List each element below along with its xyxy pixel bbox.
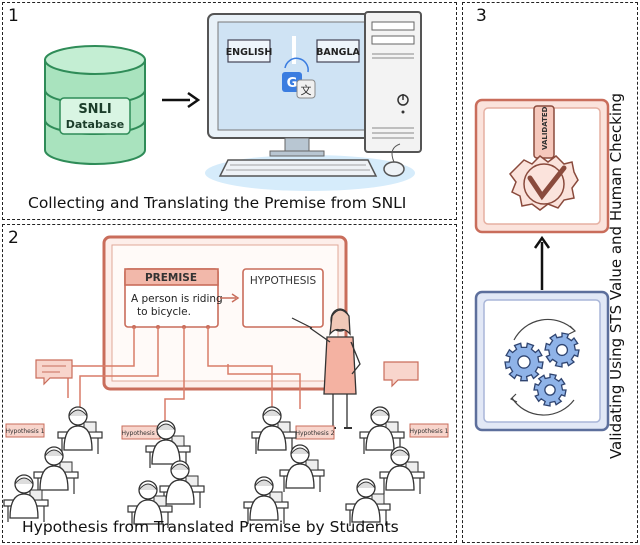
database-label-database: Database	[66, 118, 125, 131]
premise-line-1: A person is riding	[131, 293, 223, 305]
panel-validate	[462, 2, 638, 543]
panel-1-number: 1	[8, 6, 19, 26]
database-label-snli: SNLI	[78, 102, 111, 117]
hypothesis-tag-1: Hypothesis 1	[5, 428, 44, 435]
panel-1-caption: Collecting and Translating the Premise f…	[28, 194, 407, 212]
student-figure	[359, 406, 405, 454]
panel-2-caption: Hypothesis from Translated Premise by St…	[22, 518, 399, 536]
hypothesis-tags: Hypothesis 1 Hypothesis 2 Hypothesis 2 H…	[5, 423, 449, 440]
snli-database-icon: SNLI Database	[44, 45, 146, 165]
hypothesis-title: HYPOTHESIS	[250, 275, 317, 287]
panel-collect-translate	[2, 2, 457, 220]
student-figure	[345, 478, 391, 526]
sts-gears-card	[474, 290, 610, 432]
arrow-up-to-validate	[533, 235, 551, 290]
hypothesis-tag-4: Hypothesis 1	[409, 428, 448, 435]
student-figure	[379, 446, 425, 494]
panel-3-number: 3	[476, 6, 487, 26]
panel-3-caption: Validating Using STS Value and Human Che…	[607, 92, 625, 460]
student-figure	[279, 444, 325, 492]
student-figure	[145, 420, 191, 468]
gear-icon	[504, 342, 544, 382]
hypothesis-tag-2: Hypothesis 2	[121, 430, 160, 437]
gear-icon	[544, 332, 580, 368]
stamp-text: VALIDATED	[541, 106, 549, 150]
panel-2-number: 2	[8, 228, 19, 248]
computer-translation-icon: ENGLISH BANGLA G 文	[205, 11, 422, 191]
student-figure	[33, 446, 79, 494]
student-figure	[3, 474, 49, 522]
arrow-db-to-computer	[162, 91, 201, 109]
lang-english-label: ENGLISH	[226, 47, 273, 58]
premise-title: PREMISE	[145, 272, 197, 284]
validated-stamp-card: VALIDATED	[474, 98, 610, 234]
panel-hypothesis	[2, 224, 457, 543]
students-group	[3, 406, 425, 528]
student-figure	[159, 460, 205, 508]
hypothesis-tag-3: Hypothesis 2	[295, 430, 334, 437]
stamp-icon: VALIDATED	[509, 105, 579, 211]
google-translate-icon: G 文	[282, 57, 316, 99]
student-figure	[127, 480, 173, 528]
svg-text:文: 文	[301, 83, 312, 97]
student-figure	[243, 476, 289, 524]
student-figure	[57, 406, 103, 454]
student-figure	[251, 406, 297, 454]
lang-bangla-label: BANGLA	[316, 47, 360, 58]
gears-icon	[504, 332, 580, 407]
premise-line-2: to bicycle.	[137, 306, 191, 318]
svg-text:G: G	[287, 76, 298, 91]
teacher-figure	[291, 308, 361, 429]
classroom-scene: PREMISE A person is riding to bicycle. H…	[3, 235, 449, 528]
gear-icon	[533, 373, 567, 407]
